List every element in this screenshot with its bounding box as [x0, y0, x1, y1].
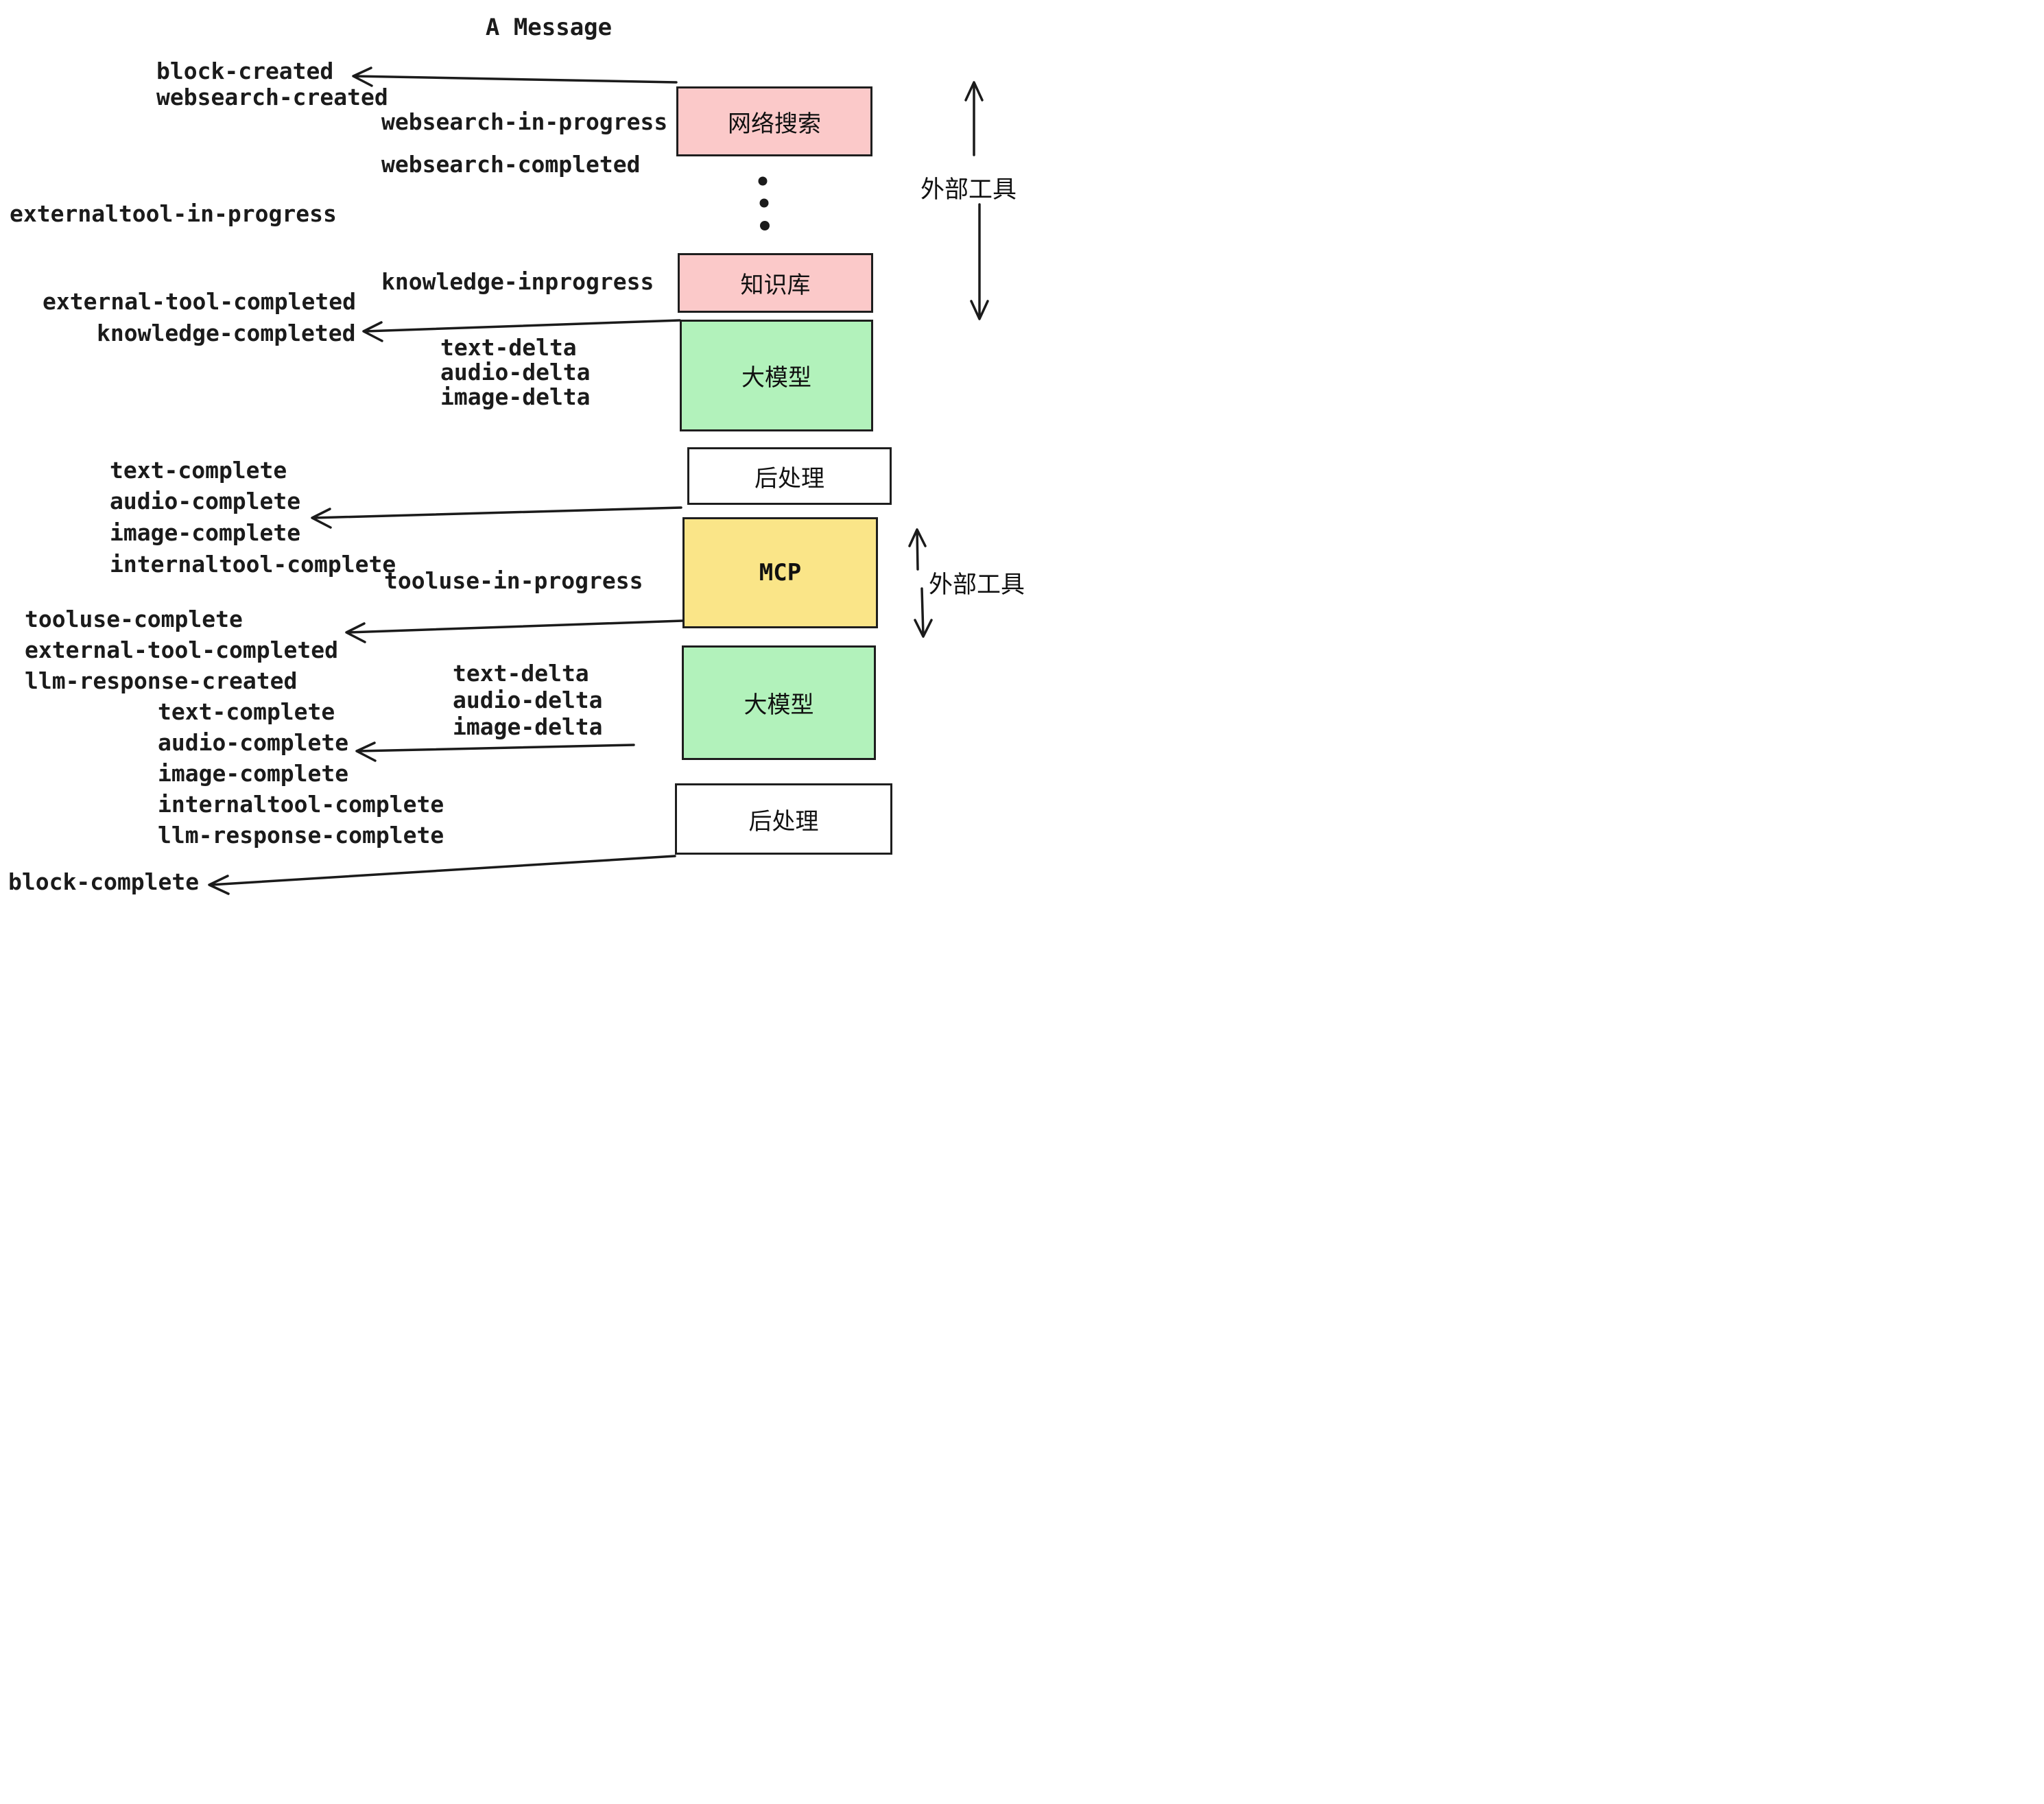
event-label-audio-complete-1: audio-complete: [110, 488, 301, 514]
event-label-text-delta-1: text-delta: [440, 334, 577, 361]
event-label-websearch-in-progress: websearch-in-progress: [381, 108, 668, 135]
event-label-text-delta-2: text-delta: [453, 660, 589, 687]
post-process-box-2: 后处理: [675, 783, 892, 855]
event-label-websearch-created: websearch-created: [156, 84, 388, 110]
event-label-image-delta-1: image-delta: [440, 383, 591, 410]
arrow-image-complete: [311, 506, 682, 529]
post-process-box-1-label: 后处理: [754, 465, 824, 492]
arrow-block-complete: [208, 855, 676, 895]
event-label-block-created: block-created: [156, 58, 334, 84]
arrow-audio-complete: [355, 741, 635, 762]
llm-box-1-label: 大模型: [741, 365, 811, 391]
external-tool-down-arrow-top: [970, 203, 989, 320]
event-label-text-complete-2: text-complete: [158, 698, 335, 725]
event-label-knowledge-completed: knowledge-completed: [97, 320, 356, 346]
event-label-websearch-completed: websearch-completed: [381, 151, 641, 178]
event-label-internaltool-complete-1: internaltool-complete: [110, 551, 396, 578]
external-tool-up-arrow-bottom: [908, 528, 927, 571]
arrow-block-created: [352, 67, 678, 87]
event-label-image-complete-2: image-complete: [158, 760, 349, 787]
event-label-external-tool-completed-2: external-tool-completed: [25, 637, 338, 663]
llm-box-2: 大模型: [682, 645, 876, 760]
event-label-internaltool-complete-2: internaltool-complete: [158, 791, 444, 818]
event-label-audio-complete-2: audio-complete: [158, 729, 349, 756]
event-label-audio-delta-2: audio-delta: [453, 687, 603, 713]
websearch-box-label: 网络搜索: [728, 110, 821, 137]
diagram-canvas: A Message 网络搜索 知识库 大模型 后处理 MCP 大模型 后处理 b…: [0, 0, 1025, 902]
knowledge-box-label: 知识库: [740, 272, 811, 298]
event-label-image-complete-1: image-complete: [110, 519, 301, 546]
event-label-tooluse-complete: tooluse-complete: [25, 606, 243, 632]
external-tool-up-arrow-top: [964, 81, 984, 156]
post-process-box-2-label: 后处理: [748, 808, 819, 835]
knowledge-box: 知识库: [678, 253, 873, 313]
event-label-audio-delta-1: audio-delta: [440, 359, 591, 385]
external-tool-annotation-top: 外部工具: [920, 176, 1017, 203]
event-label-tooluse-in-progress: tooluse-in-progress: [384, 567, 643, 594]
event-label-llm-response-complete: llm-response-complete: [158, 822, 444, 848]
event-label-block-complete: block-complete: [8, 868, 200, 895]
mcp-box: MCP: [682, 517, 878, 628]
vertical-ellipsis-dots: [758, 176, 770, 230]
mcp-box-label: MCP: [759, 559, 802, 586]
post-process-box-1: 后处理: [687, 447, 892, 505]
event-label-llm-response-created: llm-response-created: [25, 667, 298, 694]
llm-box-1: 大模型: [680, 320, 873, 431]
event-label-text-complete-1: text-complete: [110, 457, 287, 484]
arrow-tooluse-complete: [345, 619, 684, 643]
external-tool-annotation-bottom: 外部工具: [929, 571, 1025, 598]
event-label-externaltool-in-progress: externaltool-in-progress: [10, 200, 337, 227]
event-label-image-delta-2: image-delta: [453, 713, 603, 740]
llm-box-2-label: 大模型: [744, 692, 814, 718]
websearch-box: 网络搜索: [676, 86, 872, 156]
diagram-title: A Message: [485, 14, 613, 41]
event-label-knowledge-inprogress: knowledge-inprogress: [381, 268, 654, 295]
event-label-external-tool-completed-1: external-tool-completed: [43, 288, 356, 315]
